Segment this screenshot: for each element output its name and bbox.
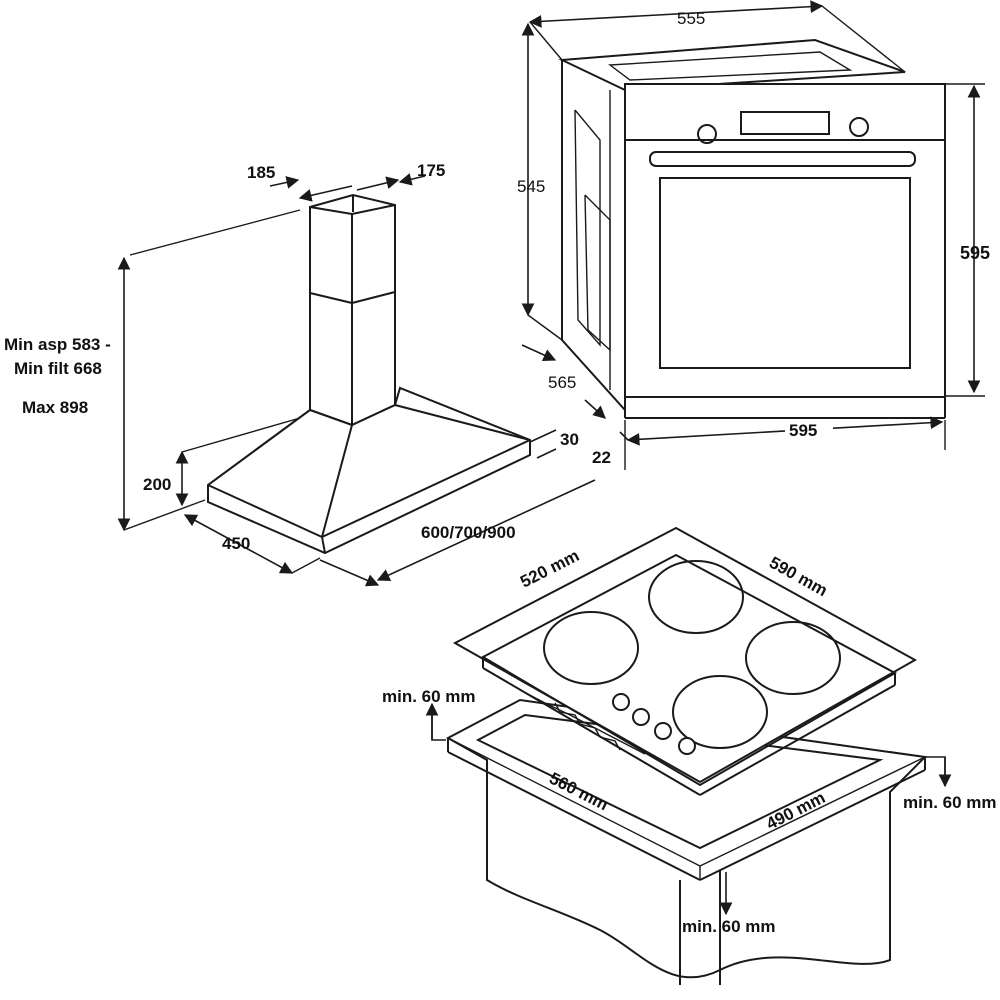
oven-window <box>659 177 911 369</box>
hood-width-options-label: 600/700/900 <box>421 523 516 542</box>
built-in-oven-drawing: 555 545 565 595 595 22 <box>517 0 990 470</box>
oven-front-panel <box>624 83 946 398</box>
hob-knob-2 <box>632 708 650 726</box>
oven-front-height-label: 595 <box>960 243 990 263</box>
burner-front-left <box>543 611 639 685</box>
hob-cutout <box>475 713 884 850</box>
oven-left-knob <box>697 124 717 144</box>
cooker-hood-drawing: 185 175 Min asp 583 - Min filt 668 Max 8… <box>4 161 596 587</box>
hood-top-width-2-label: 175 <box>417 161 445 180</box>
burner-back-left <box>648 560 744 634</box>
oven-front-width-label: 595 <box>789 421 817 440</box>
hob-drawing: 520 mm 590 mm 560 mm 490 mm min. 60 mm m… <box>382 526 997 985</box>
hood-top-width-1-label: 185 <box>247 163 275 182</box>
hob-clearance-front-label: min. 60 mm <box>682 917 776 936</box>
burner-front-right <box>672 675 768 749</box>
hob-knob-4 <box>678 737 696 755</box>
hood-thickness-label: 30 <box>560 430 579 449</box>
oven-top-depth-label: 555 <box>677 9 705 28</box>
hood-canopy-height-label: 200 <box>143 475 171 494</box>
hob-knob-3 <box>654 722 672 740</box>
hob-knob-1 <box>612 693 630 711</box>
hood-height-min-asp-label: Min asp 583 - <box>4 335 111 354</box>
oven-right-knob <box>849 117 869 137</box>
oven-panel-thickness-label: 22 <box>592 448 611 467</box>
hood-height-min-filt-label: Min filt 668 <box>14 359 102 378</box>
hob-glass-top <box>452 526 918 784</box>
oven-body-depth-label: 565 <box>548 373 576 392</box>
burner-back-right <box>745 621 841 695</box>
oven-handle <box>649 151 916 167</box>
hood-depth-label: 450 <box>222 534 250 553</box>
hob-clearance-left-label: min. 60 mm <box>382 687 476 706</box>
hob-clearance-right-label: min. 60 mm <box>903 793 997 812</box>
oven-body-side <box>561 59 626 413</box>
oven-side-height-label: 545 <box>517 177 545 196</box>
hood-height-max-label: Max 898 <box>22 398 88 417</box>
oven-display <box>740 111 830 135</box>
